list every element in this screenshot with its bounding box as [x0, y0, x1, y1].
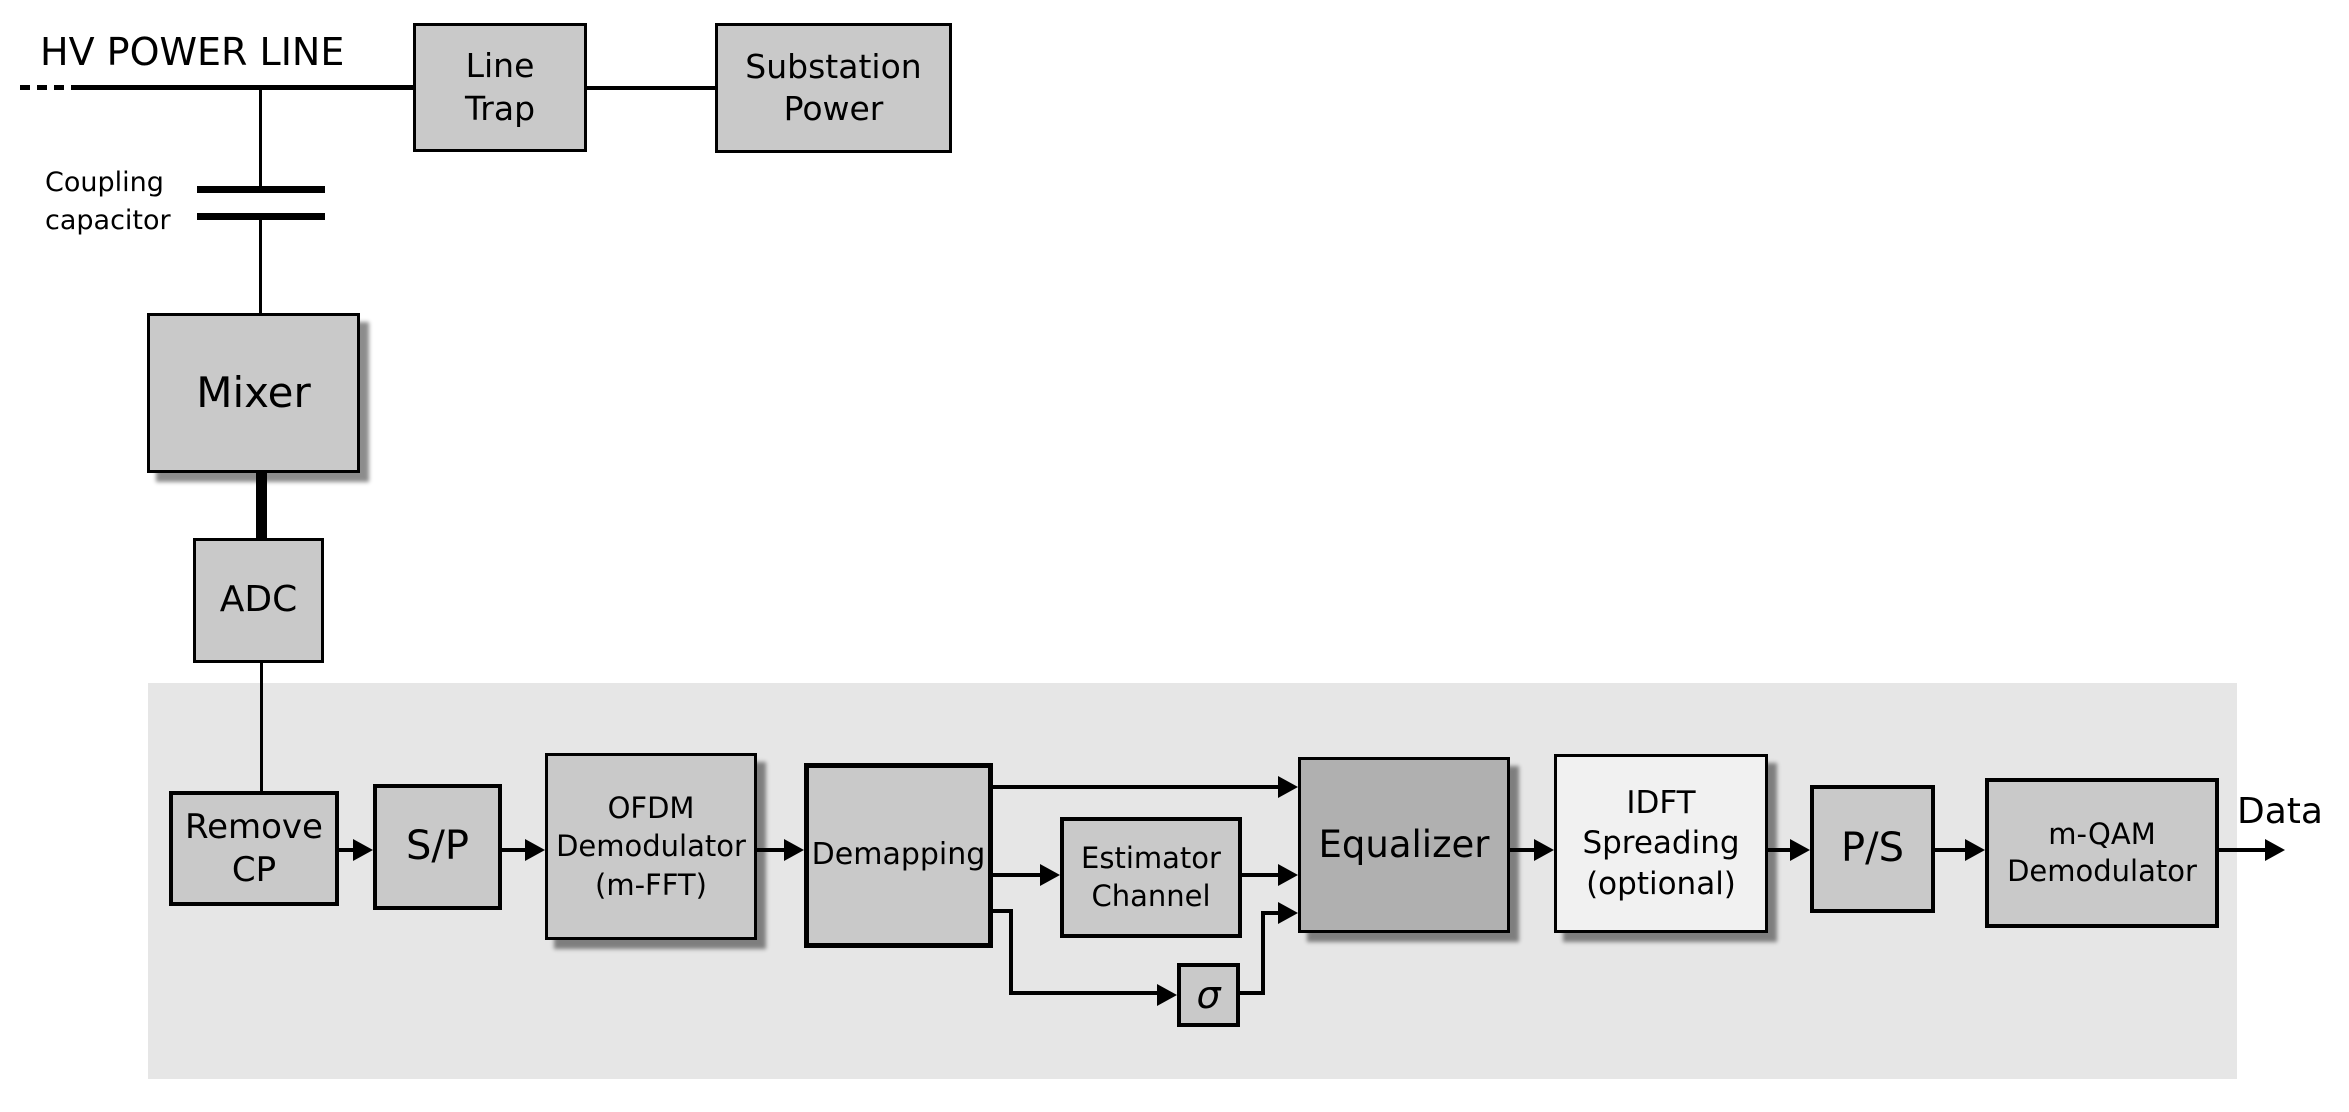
demapping-sigma-arrowhead: [1157, 984, 1177, 1006]
ps-box: P/S: [1810, 785, 1935, 913]
ofdm-demodulator-box: OFDM Demodulator (m-FFT): [545, 753, 757, 940]
demapping-equalizer-top-arrowhead: [1278, 776, 1298, 798]
sigma-equalizer-wire-v: [1261, 911, 1265, 995]
demapping-equalizer-top-wire: [993, 785, 1282, 789]
linetrap-substation-wire: [587, 86, 715, 90]
idft-ps-wire: [1768, 848, 1793, 852]
remove-cp-box: Remove CP: [169, 791, 339, 906]
substation-power-box: Substation Power: [715, 23, 952, 153]
adc-removecp-wire: [260, 663, 263, 791]
power-line: [77, 85, 413, 90]
sp-box: S/P: [373, 784, 502, 910]
idft-spreading-box: IDFT Spreading (optional): [1554, 754, 1768, 933]
power-line-dashed-segment: [20, 85, 77, 90]
demapping-sigma-wire-h1: [993, 909, 1013, 913]
idft-ps-arrowhead: [1790, 839, 1810, 861]
mixer-box: Mixer: [147, 313, 360, 473]
equalizer-idft-arrowhead: [1534, 839, 1554, 861]
mixer-adc-wire-thick: [256, 472, 267, 539]
adc-box: ADC: [193, 538, 324, 663]
data-output-label: Data: [2237, 791, 2323, 832]
estimator-equalizer-arrowhead: [1278, 864, 1298, 886]
coupling-capacitor-label: Coupling capacitor: [45, 167, 171, 236]
mqam-demodulator-box: m-QAM Demodulator: [1985, 778, 2219, 928]
ps-mqam-arrowhead: [1965, 839, 1985, 861]
estimator-channel-box: Estimator Channel: [1060, 817, 1242, 938]
sigma-box: σ: [1177, 963, 1240, 1027]
mqam-data-wire: [2219, 848, 2267, 852]
demapping-box: Demapping: [804, 763, 993, 948]
removecp-sp-wire: [339, 848, 359, 852]
removecp-sp-arrowhead: [353, 839, 373, 861]
equalizer-idft-wire: [1510, 848, 1537, 852]
data-output-arrowhead: [2265, 839, 2285, 861]
sigma-equalizer-wire-h1: [1240, 991, 1265, 995]
estimator-equalizer-wire: [1242, 873, 1282, 877]
coupling-capacitor-plate-top: [197, 186, 325, 193]
equalizer-box: Equalizer: [1298, 757, 1510, 933]
powerline-capacitor-wire: [259, 88, 262, 186]
sp-ofdm-arrowhead: [525, 839, 545, 861]
ps-mqam-wire: [1935, 848, 1968, 852]
sp-ofdm-wire: [502, 848, 530, 852]
ofdm-demapping-wire: [757, 848, 787, 852]
ofdm-demapping-arrowhead: [784, 839, 804, 861]
capacitor-mixer-wire: [259, 220, 262, 313]
demapping-estimator-wire: [993, 873, 1044, 877]
sigma-equalizer-arrowhead: [1278, 902, 1298, 924]
hv-power-line-label: HV POWER LINE: [40, 30, 345, 74]
demapping-sigma-wire-v: [1009, 909, 1013, 995]
line-trap-box: Line Trap: [413, 23, 587, 152]
sigma-equalizer-wire-h2: [1261, 911, 1282, 915]
coupling-capacitor-plate-bottom: [197, 213, 325, 220]
demapping-estimator-arrowhead: [1040, 864, 1060, 886]
demapping-sigma-wire-h2: [1009, 991, 1161, 995]
